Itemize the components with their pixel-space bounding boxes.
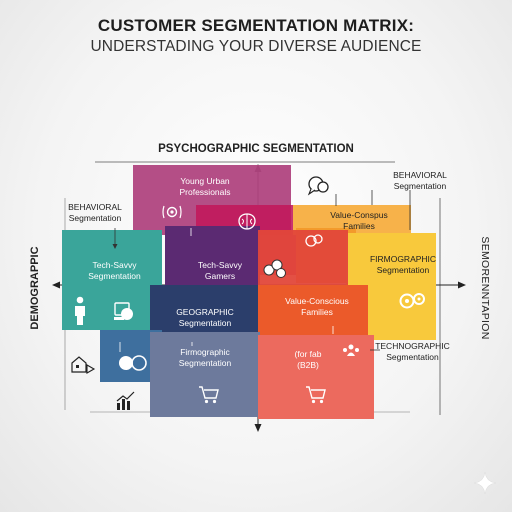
gear-icon — [162, 205, 182, 219]
person-icon — [75, 296, 85, 325]
people-icon — [305, 234, 323, 247]
page-title: CUSTOMER SEGMENTATION MATRIX: — [97, 16, 415, 35]
bar-chart-icon — [116, 391, 135, 410]
gears-icon — [399, 293, 425, 309]
axis-title-top: PSYCHOGRAPHIC SEGMENTATION — [158, 143, 354, 155]
block-red-center — [258, 230, 348, 286]
cart-icon — [199, 386, 219, 404]
sparkle-icon — [473, 471, 497, 495]
toggle-icon — [119, 355, 147, 371]
speech-bubble-icon — [307, 176, 329, 196]
block-firmographic-slate — [150, 332, 260, 417]
block-value-conscious — [258, 285, 368, 335]
house-icon — [71, 356, 96, 374]
molecule-icon — [263, 259, 286, 278]
page-subtitle: UNDERSTADING YOUR DIVERSE AUDIENCE — [90, 38, 422, 55]
cart-icon — [306, 386, 326, 404]
laptop-icon — [114, 302, 133, 320]
label-for-b2b: (for fab(B2B) — [294, 349, 322, 370]
brain-icon — [238, 213, 256, 230]
block-geographic — [150, 285, 260, 332]
block-b2b — [258, 335, 374, 419]
block-purple — [165, 226, 260, 286]
group-icon — [343, 344, 359, 356]
